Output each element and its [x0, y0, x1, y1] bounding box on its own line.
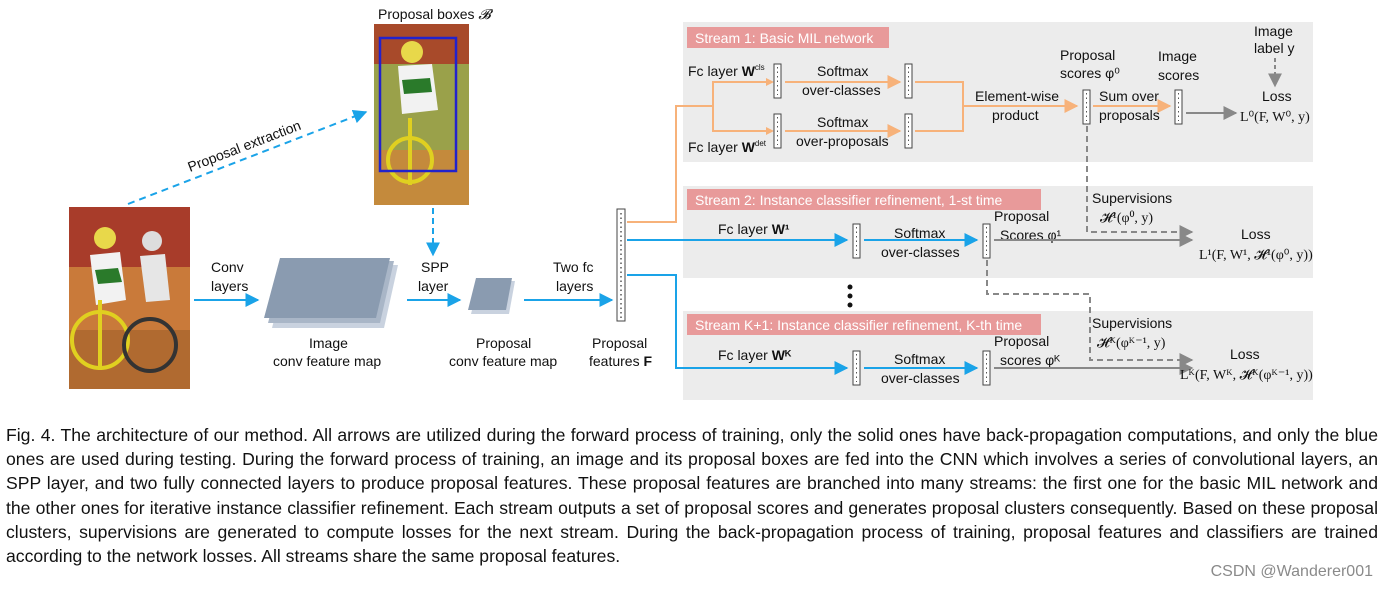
- sK-proposal-scores-2: scores φᴷ: [1000, 352, 1060, 368]
- streamK-banner: [687, 314, 1041, 335]
- proposal-boxes-label: Proposal boxes 𝓑: [378, 6, 493, 22]
- s1-merge: [915, 81, 1077, 132]
- s1-sum-over-2: proposals: [1099, 107, 1160, 123]
- conv-label-1: Conv: [211, 259, 244, 275]
- architecture-diagram: Stream 1: Basic MIL network Stream 2: In…: [69, 6, 1313, 400]
- s1-image-label-2: label y: [1254, 40, 1294, 56]
- streamK-title: Stream K+1: Instance classifier refineme…: [695, 317, 1022, 333]
- two-fc-label-1: Two fc: [553, 259, 593, 275]
- s1-loss-formula: L⁰(F, W⁰, y): [1240, 110, 1310, 125]
- s2-to-sK-supervision: [986, 260, 1194, 367]
- proposal-features-symbol: F: [643, 353, 652, 369]
- ellipsis-dot-3: [847, 302, 853, 308]
- stream2-title: Stream 2: Instance classifier refinement…: [695, 192, 1003, 208]
- image-conv-label-2: conv feature map: [273, 353, 381, 369]
- proposal-conv-label-2: conv feature map: [449, 353, 557, 369]
- s2-supervisions-2: 𝓗¹(φ⁰, y): [1100, 210, 1153, 226]
- proposal-image: [374, 24, 469, 205]
- figure-caption: Fig. 4. The architecture of our method. …: [6, 425, 1378, 567]
- s1-split-head-2: [766, 127, 774, 135]
- sK-softmax-1: Softmax: [894, 351, 945, 367]
- sK-fc: Fc layer Wᴷ: [718, 347, 792, 363]
- proposal-conv-feature-map: [468, 278, 515, 314]
- s2-softmax-1: Softmax: [894, 225, 945, 241]
- s1-split-head-1: [766, 78, 774, 86]
- branch-to-streamK: [627, 274, 849, 375]
- s1-softmax-cls-2: over-classes: [802, 82, 881, 98]
- proposal-boxes-symbol: 𝓑: [478, 6, 493, 22]
- s1-softmax-det-1: Softmax: [817, 114, 868, 130]
- sK-loss-formula: Lᴷ(F, Wᴷ, 𝓗ᴷ(φᴷ⁻¹, y)): [1180, 368, 1313, 383]
- conv-label-2: layers: [211, 278, 248, 294]
- proposal-conv-label-1: Proposal: [476, 335, 531, 351]
- image-conv-feature-map: [264, 258, 398, 328]
- spp-label-2: layer: [418, 278, 449, 294]
- s2-proposal-scores-1: Proposal: [994, 208, 1049, 224]
- input-image: [69, 207, 190, 389]
- s1-softmax-det-2: over-proposals: [796, 133, 889, 149]
- s1-fc-cls: Fc layer Wcls: [688, 63, 765, 79]
- s1-to-s2-supervision: [1086, 126, 1194, 239]
- proposal-features-vector: [616, 208, 626, 322]
- s1-proposal-scores-2: scores φ⁰: [1060, 65, 1120, 81]
- stream1-banner: [687, 27, 889, 48]
- s1-elementwise-2: product: [992, 107, 1039, 123]
- s1-loss-label: Loss: [1262, 88, 1292, 104]
- s1-softmax-cls-1: Softmax: [817, 63, 868, 79]
- proposal-features-label-1: Proposal: [592, 335, 647, 351]
- s2-loss-label: Loss: [1241, 226, 1271, 242]
- sK-proposal-scores-1: Proposal: [994, 333, 1049, 349]
- sK-softmax-2: over-classes: [881, 370, 960, 386]
- s1-image-scores-1: Image: [1158, 48, 1197, 64]
- image-conv-label-1: Image: [309, 335, 348, 351]
- proposal-features-label-2: features F: [589, 353, 652, 369]
- s1-split: [712, 81, 766, 132]
- s1-image-scores-2: scores: [1158, 67, 1199, 83]
- stream1-title: Stream 1: Basic MIL network: [695, 30, 874, 46]
- ellipsis-dot-2: [847, 293, 853, 299]
- s2-fc: Fc layer W¹: [718, 221, 790, 237]
- sK-loss-label: Loss: [1230, 346, 1260, 362]
- sK-supervisions-1: Supervisions: [1092, 315, 1172, 331]
- s2-supervisions-1: Supervisions: [1092, 190, 1172, 206]
- stream2-banner: [687, 189, 1041, 210]
- two-fc-label-2: layers: [556, 278, 593, 294]
- spp-label-1: SPP: [421, 259, 449, 275]
- proposal-box-blue: [378, 36, 458, 173]
- branch-to-stream1: [627, 105, 713, 223]
- s1-proposal-scores-1: Proposal: [1060, 47, 1115, 63]
- ellipsis-dot-1: [847, 284, 853, 290]
- proposal-extraction-label: Proposal extraction: [185, 117, 303, 175]
- s1-fc-det: Fc layer Wdet: [688, 139, 767, 155]
- s1-sum-over-1: Sum over: [1099, 88, 1159, 104]
- watermark: CSDN @Wanderer001: [1210, 563, 1373, 580]
- s2-softmax-2: over-classes: [881, 244, 960, 260]
- sK-supervisions-2: 𝓗ᴷ(φᴷ⁻¹, y): [1097, 336, 1166, 351]
- s2-loss-formula: L¹(F, W¹, 𝓗¹(φ⁰, y)): [1199, 248, 1313, 263]
- s1-image-label-1: Image: [1254, 23, 1293, 39]
- s1-elementwise-1: Element-wise: [975, 88, 1059, 104]
- proposal-extraction-arrow: [127, 110, 368, 205]
